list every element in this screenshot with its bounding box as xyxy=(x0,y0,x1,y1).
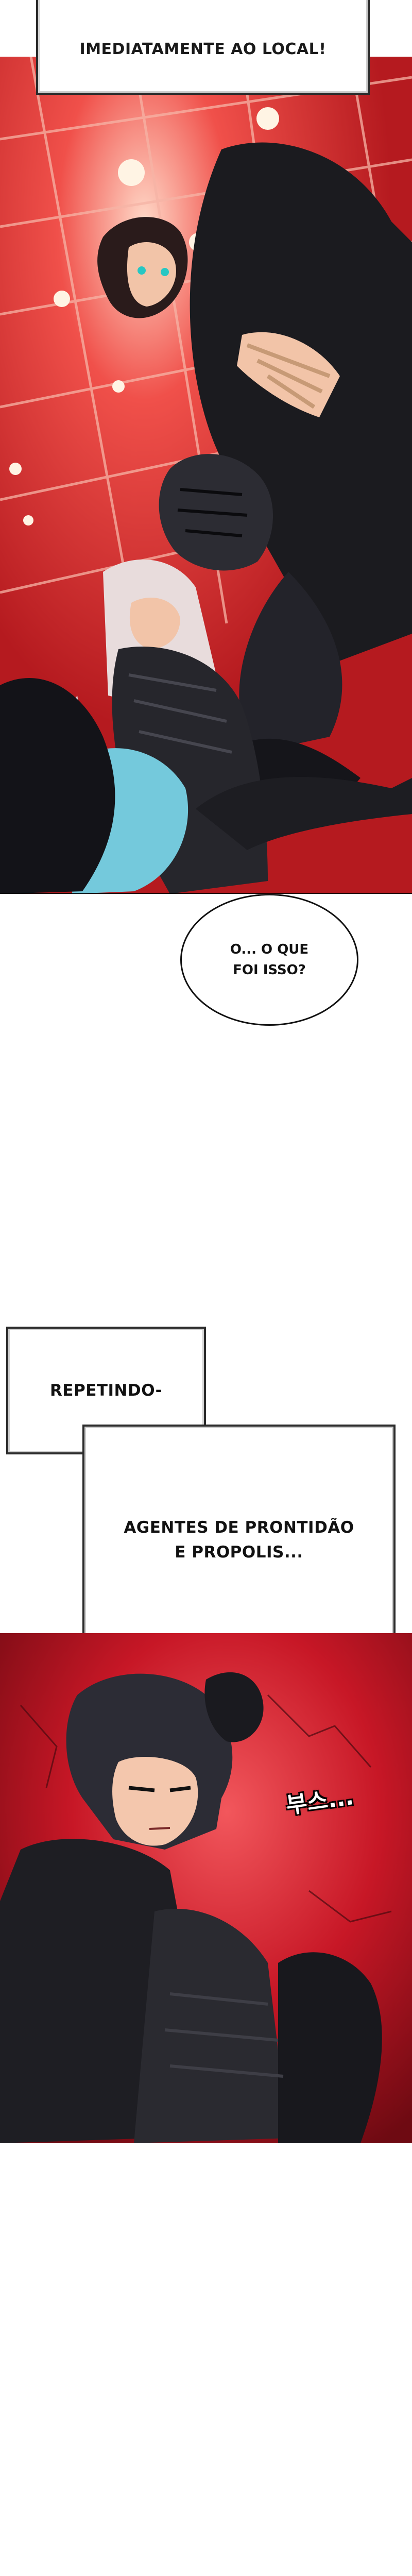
caption-agents-text: AGENTES DE PRONTIDÃO E PROPOLIS... xyxy=(124,1518,354,1562)
panel-dark-haired-boy: 부스... xyxy=(0,1633,412,2143)
boy-face xyxy=(112,1757,198,1846)
dark-cloak-wing xyxy=(0,678,115,894)
boy-coat xyxy=(0,1839,185,2143)
panel-ceiling-fight-art xyxy=(0,57,412,894)
speech-bubble-what-was-that: O... O QUE FOI ISSO? xyxy=(180,894,358,1026)
caption-repeat-text: REPETINDO- xyxy=(49,1381,163,1400)
panel-dark-haired-boy-art xyxy=(0,1633,412,2143)
top-caption-box: IMEDIATAMENTE AO LOCAL! xyxy=(36,0,370,95)
panel-ceiling-fight xyxy=(0,57,412,894)
top-caption-text: IMEDIATAMENTE AO LOCAL! xyxy=(79,40,327,58)
caption-agents-box: AGENTES DE PRONTIDÃO E PROPOLIS... xyxy=(82,1425,396,1655)
speech-bubble-text: O... O QUE FOI ISSO? xyxy=(230,942,309,978)
